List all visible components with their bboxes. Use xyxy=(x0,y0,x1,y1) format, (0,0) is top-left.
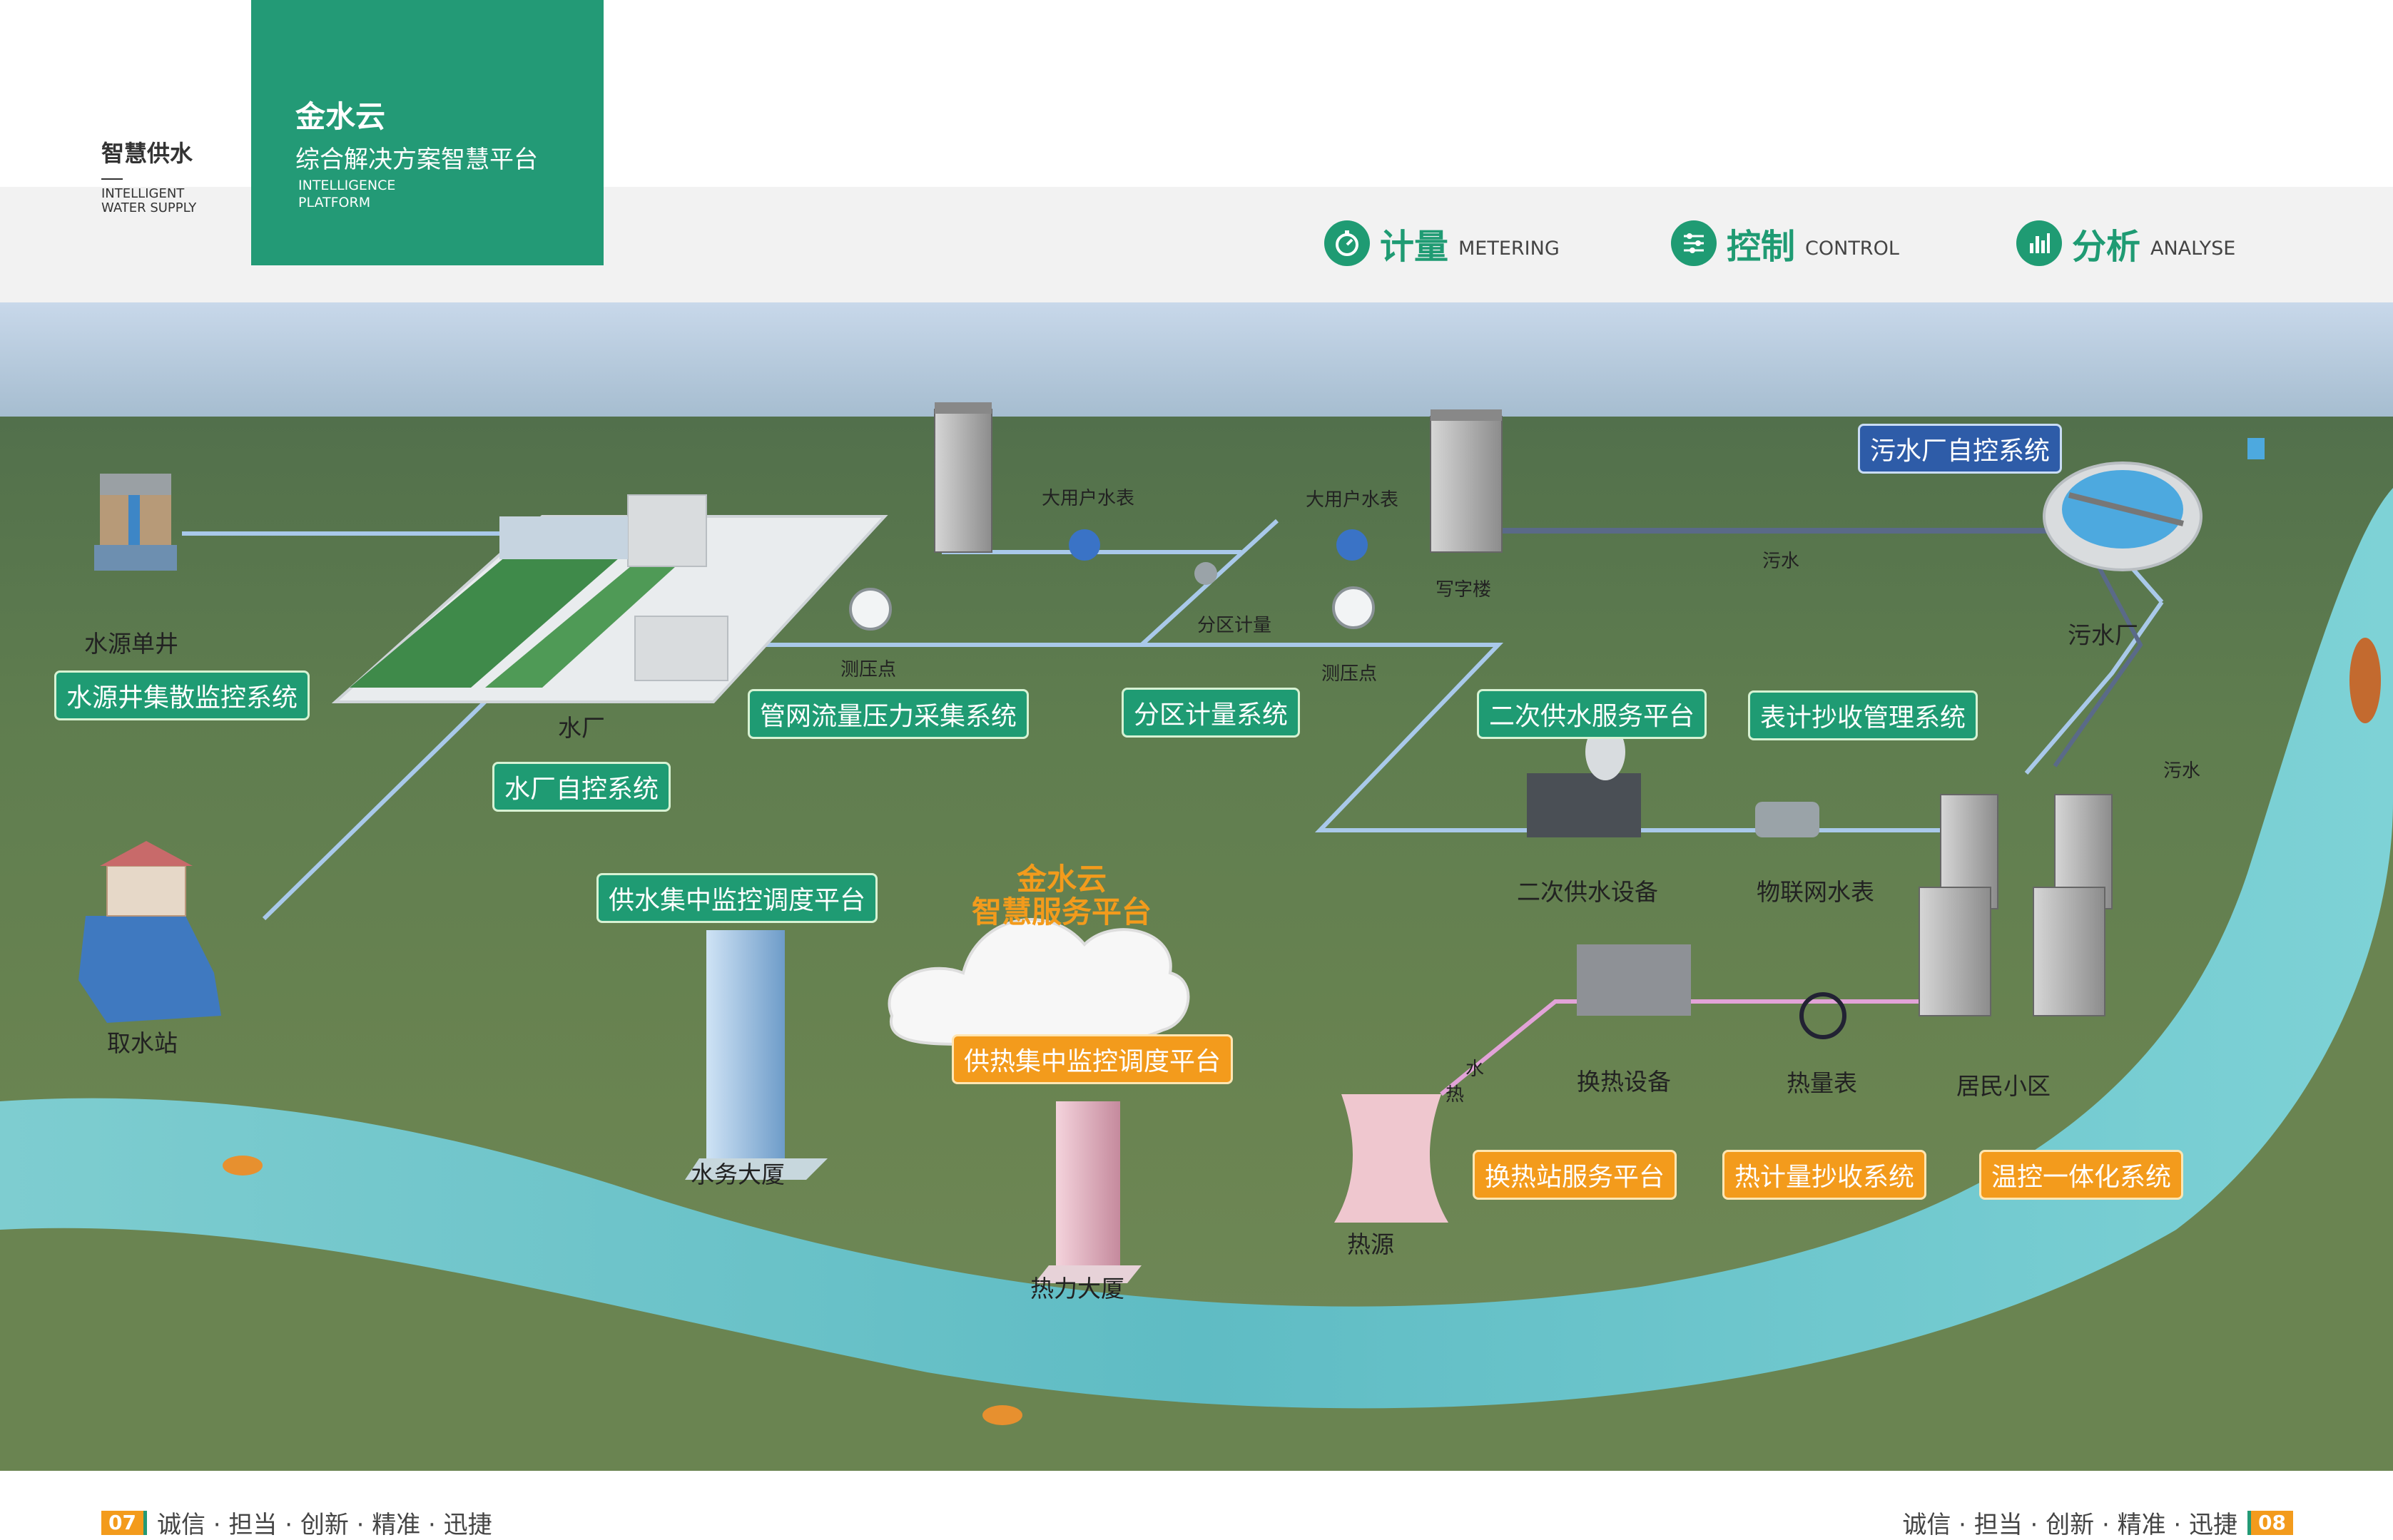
label-intake-station: 取水站 xyxy=(107,1029,178,1057)
meter-2 xyxy=(1336,529,1368,561)
cloud-shape xyxy=(888,918,1190,1054)
label-iot-water-meter: 物联网水表 xyxy=(1757,878,1874,906)
tag-heat-dispatch-platform: 供热集中监控调度平台 xyxy=(952,1034,1234,1084)
label-water-well: 水源单井 xyxy=(84,630,178,658)
sliders-icon xyxy=(1671,220,1717,266)
heat-pipe xyxy=(1440,999,1969,1096)
tower-1 xyxy=(934,402,992,553)
label-sewage-2: 污水 xyxy=(2163,760,2201,782)
tag-well-monitoring-system: 水源井集散监控系统 xyxy=(54,670,310,720)
sky xyxy=(0,302,2393,417)
label-water-plant: 水厂 xyxy=(558,714,605,742)
feature-metering: 计量 METERING xyxy=(1324,218,1560,268)
label-heat-meter: 热量表 xyxy=(1787,1069,1857,1097)
page-number-left: 07 xyxy=(101,1510,147,1535)
heat-power-building xyxy=(1035,1101,1142,1283)
fish-1 xyxy=(223,1156,263,1176)
brand-divider xyxy=(101,178,123,180)
cloud-line-2: 智慧服务平台 xyxy=(971,894,1152,929)
platform-title: 金水云 xyxy=(295,99,386,134)
label-water-affairs-building: 水务大厦 xyxy=(691,1161,785,1188)
tag-heat-reading-system: 热计量抄收系统 xyxy=(1722,1150,1927,1200)
label-heat-exchange-equipment: 换热设备 xyxy=(1577,1068,1671,1096)
intake-station xyxy=(78,841,221,1023)
timer-icon xyxy=(1324,220,1370,266)
meter-1 xyxy=(1069,529,1100,561)
platform-en-line-1: INTELLIGENCE xyxy=(298,178,396,193)
brand-en-line-2: WATER SUPPLY xyxy=(101,200,197,215)
pressure-gauge-1 xyxy=(849,588,892,631)
secondary-supply-equipment xyxy=(1527,723,1641,837)
water-plant xyxy=(331,494,888,703)
feature-metering-cn: 计量 xyxy=(1380,227,1449,267)
iot-water-meter xyxy=(1755,802,1819,837)
water-source-well xyxy=(94,474,177,571)
tag-secondary-supply-platform: 二次供水服务平台 xyxy=(1477,689,1707,739)
zone-meter xyxy=(1194,562,1217,585)
residential-buildings xyxy=(1919,794,2113,1016)
label-zone-metering: 分区计量 xyxy=(1197,615,1272,636)
river xyxy=(0,488,2393,1471)
water-system-diagram: 水源单井 水厂 取水站 大用户水表 大用户水表 分区计量 测压点 测压点 写字楼… xyxy=(0,302,2393,1471)
brand-block: 智慧供水 INTELLIGENT WATER SUPPLY xyxy=(101,136,196,215)
fish-2 xyxy=(982,1405,1022,1425)
page-number-right: 08 xyxy=(2247,1510,2293,1535)
footer-motto-left: 诚信 · 担当 · 创新 · 精准 · 迅捷 xyxy=(156,1511,492,1539)
bar-chart-icon xyxy=(2016,220,2062,266)
label-heat-source: 热源 xyxy=(1347,1230,1394,1258)
water-affairs-building xyxy=(685,930,828,1180)
heat-exchange-equipment xyxy=(1577,944,1691,1016)
label-heat-char: 热 xyxy=(1446,1084,1465,1106)
sewage-plant-tank xyxy=(2043,438,2265,571)
footer-right: 诚信 · 担当 · 创新 · 精准 · 迅捷 08 xyxy=(1902,1505,2293,1540)
tag-meter-reading-system: 表计抄收管理系统 xyxy=(1748,690,1978,740)
label-big-user-meter-1: 大用户水表 xyxy=(1042,488,1135,509)
label-water-char: 水 xyxy=(1465,1059,1485,1080)
platform-en: INTELLIGENCE PLATFORM xyxy=(298,177,395,211)
platform-title-box: 金水云 综合解决方案智慧平台 INTELLIGENCE PLATFORM xyxy=(251,0,604,265)
feature-analyse-cn: 分析 xyxy=(2072,227,2141,267)
sewage-pipe-2 xyxy=(2053,536,2143,768)
feature-analyse: 分析 ANALYSE xyxy=(2016,218,2235,268)
label-residential-area: 居民小区 xyxy=(1956,1072,2051,1100)
label-big-user-meter-2: 大用户水表 xyxy=(1306,489,1399,511)
feature-analyse-en: ANALYSE xyxy=(2150,237,2236,260)
tag-pipe-network-system: 管网流量压力采集系统 xyxy=(748,689,1030,739)
riverbank xyxy=(0,802,2393,1471)
brand-title: 智慧供水 xyxy=(101,140,193,167)
feature-control-cn: 控制 xyxy=(1727,227,1796,267)
label-pressure-point-2: 测压点 xyxy=(1321,663,1378,685)
fish-3 xyxy=(2349,638,2381,723)
tag-sewage-control-system: 污水厂自控系统 xyxy=(1858,424,2063,474)
office-building xyxy=(1430,409,1503,553)
heat-meter xyxy=(1799,992,1846,1039)
tag-water-dispatch-platform: 供水集中监控调度平台 xyxy=(596,873,878,923)
tag-zone-metering-system: 分区计量系统 xyxy=(1122,688,1301,738)
label-secondary-supply-equipment: 二次供水设备 xyxy=(1517,878,1658,906)
cloud-line-1: 金水云 xyxy=(1016,862,1107,897)
brand-en-line-1: INTELLIGENT xyxy=(101,186,185,201)
label-sewage-1: 污水 xyxy=(1762,551,1800,572)
feature-metering-en: METERING xyxy=(1458,237,1560,260)
footer-motto-right: 诚信 · 担当 · 创新 · 精准 · 迅捷 xyxy=(1902,1511,2238,1539)
label-office-building: 写字楼 xyxy=(1436,579,1492,601)
tag-heat-station-platform: 换热站服务平台 xyxy=(1473,1150,1677,1200)
cloud-platform-label: 金水云 智慧服务平台 xyxy=(955,863,1169,929)
tag-temperature-control-system: 温控一体化系统 xyxy=(1979,1150,2184,1200)
heat-source-tower xyxy=(1334,1094,1448,1223)
platform-subtitle: 综合解决方案智慧平台 xyxy=(295,146,538,174)
feature-control-en: CONTROL xyxy=(1805,237,1899,260)
diagram-canvas xyxy=(0,302,2393,1471)
feature-control: 控制 CONTROL xyxy=(1671,218,1899,268)
label-pressure-point-1: 测压点 xyxy=(840,659,897,680)
footer-left: 07 诚信 · 担当 · 创新 · 精准 · 迅捷 xyxy=(101,1505,492,1540)
label-heat-power-building: 热力大厦 xyxy=(1030,1275,1124,1302)
pressure-gauge-2 xyxy=(1332,586,1375,629)
tag-plant-control-system: 水厂自控系统 xyxy=(492,762,671,812)
label-sewage-plant: 污水厂 xyxy=(2068,621,2138,649)
platform-en-line-2: PLATFORM xyxy=(298,195,371,210)
